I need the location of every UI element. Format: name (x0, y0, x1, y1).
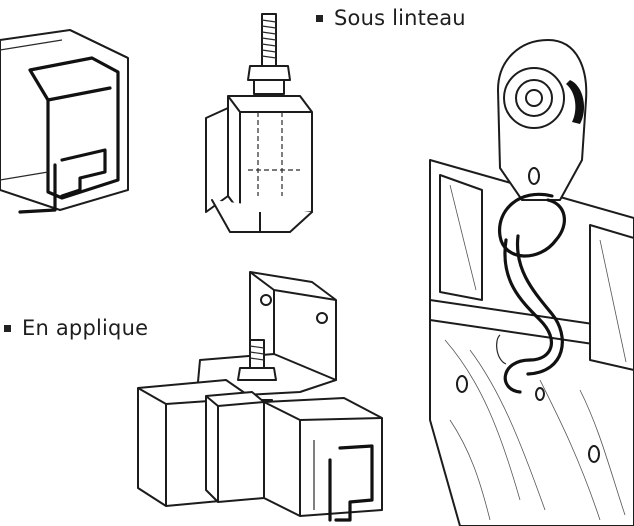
roller-carriage-with-hook (429, 39, 634, 526)
wall-bracket-en-applique (137, 271, 383, 522)
bullet-icon (316, 14, 323, 22)
label-en-applique-text: En applique (22, 316, 149, 340)
hanger-bracket-sous-linteau (205, 13, 313, 233)
label-sous-linteau-text: Sous linteau (334, 6, 466, 30)
bullet-icon (4, 324, 11, 332)
rail-profile-top-left (0, 29, 129, 214)
label-sous-linteau: Sous linteau (316, 6, 466, 30)
label-en-applique: En applique (4, 316, 148, 340)
